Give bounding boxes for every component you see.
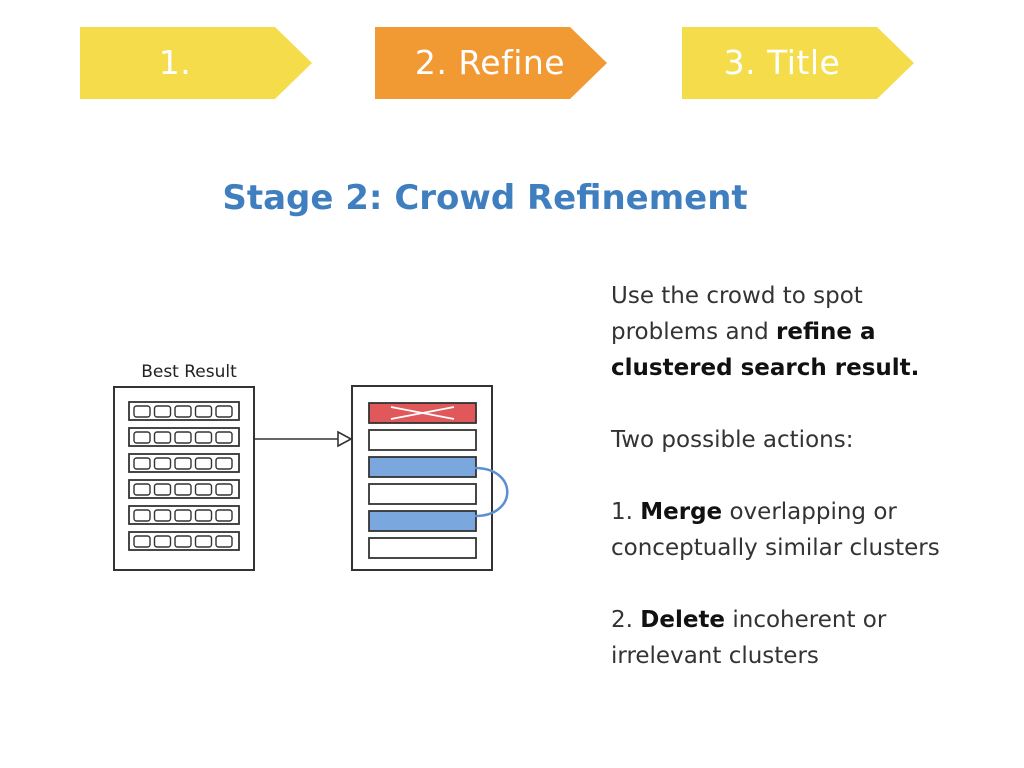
action-delete-line-1: 2. Delete incoherent or	[611, 607, 887, 633]
cluster-item-cell	[215, 457, 233, 470]
cluster-item-cell	[174, 483, 192, 496]
cluster-item-cell	[194, 535, 213, 548]
step-evaluate-arrow	[80, 27, 312, 99]
cluster-item-cell	[194, 483, 213, 496]
action-delete-line-2: irrelevant clusters	[611, 643, 819, 669]
actions-heading: Two possible actions:	[611, 427, 854, 453]
cluster-item-cell	[133, 405, 151, 418]
cluster-item-cell	[153, 509, 172, 522]
cluster-item-cell	[133, 535, 151, 548]
cluster-item-cell	[194, 431, 213, 444]
cluster-item-cell	[174, 509, 192, 522]
stage-steps: 1. Evaluate 2. Refine 3. Title	[0, 0, 1024, 154]
refined-result-rows	[368, 402, 477, 559]
step-title-label: 3. Title	[723, 43, 841, 82]
cluster-item-cell	[153, 431, 172, 444]
flow-arrow-head	[337, 430, 353, 448]
cluster-item-cell	[174, 457, 192, 470]
merge-link	[474, 466, 509, 518]
cluster-item-cell	[215, 509, 233, 522]
action-merge-line-2: conceptually similar clusters	[611, 535, 940, 561]
step-title-arrow	[682, 27, 914, 99]
step-refine-label: 2. Refine	[414, 43, 566, 82]
cluster-item-cell	[133, 431, 151, 444]
merged-cluster-row	[368, 456, 477, 478]
cluster-item-cell	[194, 509, 213, 522]
page-title: Stage 2: Crowd Refinement	[222, 178, 748, 218]
cluster-item-cell	[133, 509, 151, 522]
refinement-diagram: Best Result	[105, 355, 525, 615]
best-result-label: Best Result	[141, 362, 237, 382]
cluster-item-cell	[153, 457, 172, 470]
cluster-item-cell	[194, 457, 213, 470]
cluster-item-cell	[133, 483, 151, 496]
cluster-item-cell	[215, 483, 233, 496]
description: Use the crowd to spot problems and refin…	[611, 278, 1011, 674]
action-merge-line-1: 1. Merge overlapping or	[611, 499, 897, 525]
cluster-item-cell	[215, 405, 233, 418]
step-evaluate-label: 1. Evaluate	[100, 43, 250, 154]
cluster-item-cell	[194, 405, 213, 418]
cluster-item-cell	[153, 535, 172, 548]
cluster-item-cell	[215, 431, 233, 444]
cluster-item-cell	[215, 535, 233, 548]
cluster-row	[368, 537, 477, 559]
cluster-item-cell	[174, 405, 192, 418]
cluster-row	[368, 483, 477, 505]
cluster-row	[368, 429, 477, 451]
cluster-item-cell	[153, 405, 172, 418]
cluster-item-cell	[153, 483, 172, 496]
best-result-rows	[128, 401, 240, 551]
diagram-graphic	[113, 385, 509, 571]
cluster-item-cell	[174, 535, 192, 548]
merged-cluster-row	[368, 510, 477, 532]
step-refine-arrow	[375, 27, 607, 99]
intro-line-3: clustered search result.	[611, 355, 920, 381]
cluster-item-cell	[174, 431, 192, 444]
delete-cross-line	[390, 406, 455, 420]
intro-line-1: Use the crowd to spot	[611, 283, 863, 309]
cluster-item-cell	[133, 457, 151, 470]
intro-line-2: problems and refine a	[611, 319, 876, 345]
